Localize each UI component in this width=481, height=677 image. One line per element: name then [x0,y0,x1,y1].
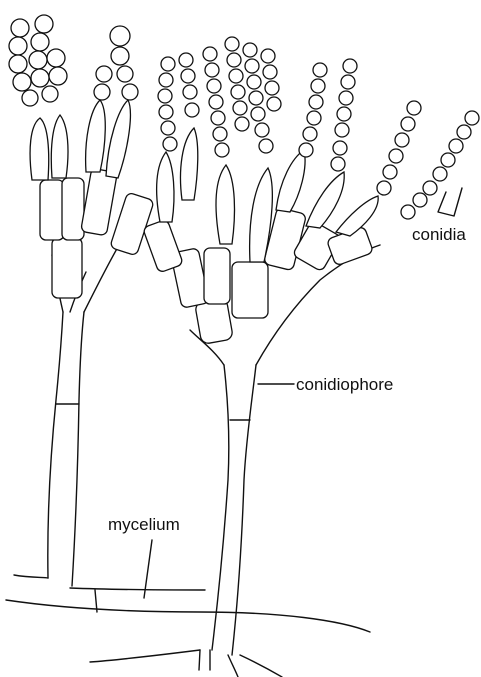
label-conidiophore: conidiophore [258,375,393,394]
label-mycelium-text: mycelium [108,515,180,534]
right-conidiophore [143,37,479,655]
label-mycelium: mycelium [108,515,180,598]
mycelium-hypha [6,575,370,677]
leader-line-conidia [438,188,462,216]
conidia-chain [158,37,479,219]
label-conidiophore-text: conidiophore [296,375,393,394]
left-conidiophore [9,15,154,586]
label-conidia-text: conidia [412,225,466,244]
conidia-chain [9,15,138,106]
